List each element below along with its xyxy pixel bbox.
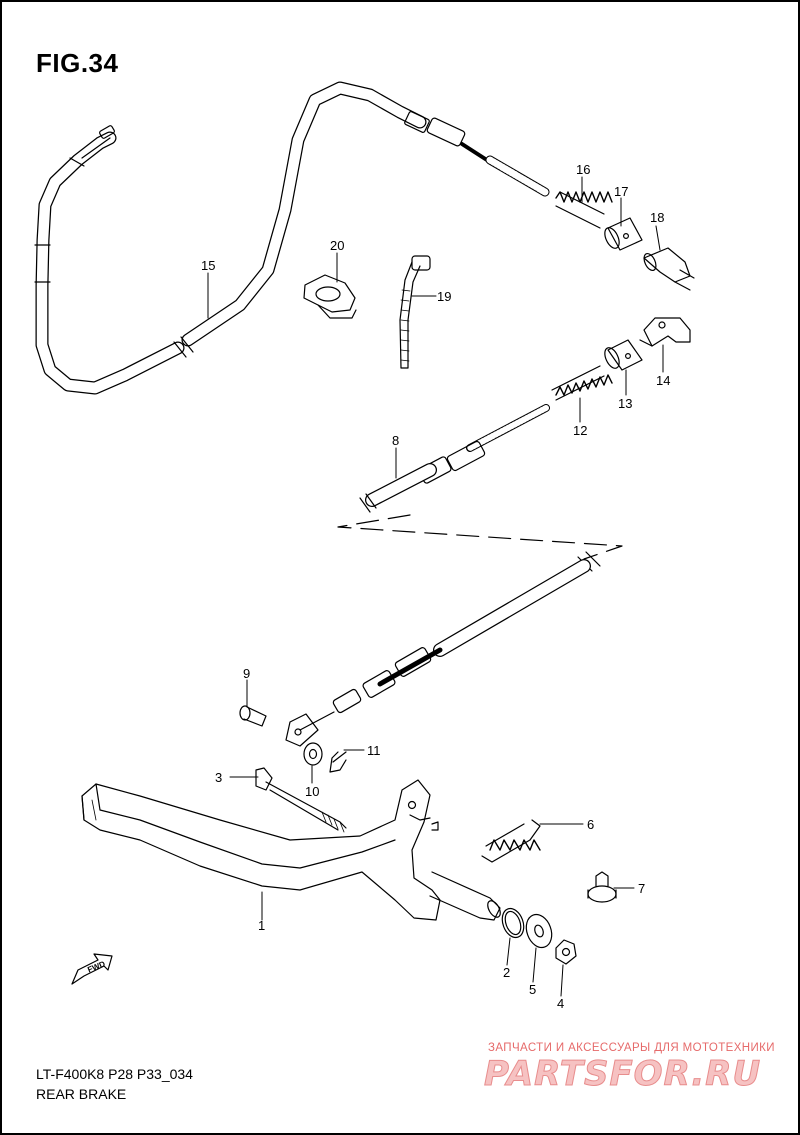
callout-16: 16 <box>576 162 590 177</box>
model-code: LT-F400K8 P28 P33_034 <box>36 1066 193 1082</box>
part-17-collar[interactable] <box>602 217 643 251</box>
part-10-washer[interactable] <box>303 742 323 766</box>
part-6-spring[interactable] <box>481 819 541 863</box>
part-8-brake-cable[interactable] <box>285 404 623 747</box>
part-9-pin[interactable] <box>239 705 267 727</box>
callout-9: 9 <box>243 666 250 681</box>
callout-8: 8 <box>392 433 399 448</box>
callout-2: 2 <box>503 965 510 980</box>
part-4-nut[interactable] <box>555 939 577 965</box>
leader-lines <box>207 176 664 997</box>
callout-14: 14 <box>656 373 670 388</box>
callout-1: 1 <box>258 918 265 933</box>
callout-5: 5 <box>529 982 536 997</box>
fwd-label: FWD <box>86 959 106 974</box>
fwd-arrow-icon: FWD <box>71 953 113 985</box>
callout-18: 18 <box>650 210 664 225</box>
part-7-adjuster-bolt[interactable] <box>587 871 617 903</box>
part-13-collar[interactable] <box>602 339 643 371</box>
callout-6: 6 <box>587 817 594 832</box>
part-5-washer[interactable] <box>522 911 556 951</box>
part-11-cotter-pin[interactable] <box>329 751 347 773</box>
callout-11: 11 <box>367 743 381 758</box>
part-12-spring[interactable] <box>551 365 613 401</box>
callout-numbers: 16 17 18 20 19 15 14 13 12 8 9 10 11 3 6… <box>201 162 670 1011</box>
callout-17: 17 <box>614 184 628 199</box>
part-18-clevis[interactable] <box>642 247 695 291</box>
part-19-cable-tie[interactable] <box>399 255 431 369</box>
callout-3: 3 <box>215 770 222 785</box>
part-1-brake-pedal[interactable] <box>81 779 503 921</box>
part-20-clamp[interactable] <box>303 274 357 319</box>
callout-10: 10 <box>305 784 319 799</box>
watermark-subtitle: ЗАПЧАСТИ И АКСЕССУАРЫ ДЛЯ МОТОТЕХНИКИ <box>488 1042 775 1054</box>
callout-12: 12 <box>573 423 587 438</box>
callout-15: 15 <box>201 258 215 273</box>
callout-4: 4 <box>557 996 564 1011</box>
part-16-spring[interactable] <box>555 191 613 229</box>
callout-20: 20 <box>330 238 344 253</box>
watermark-logo: PARTSFOR.RU <box>483 1054 762 1095</box>
callout-7: 7 <box>638 881 645 896</box>
part-3-bolt[interactable] <box>255 767 347 833</box>
part-15-brake-cable[interactable] <box>34 81 550 395</box>
part-2-o-ring[interactable] <box>498 905 527 940</box>
part-14-clevis[interactable] <box>639 317 691 347</box>
callout-19: 19 <box>437 289 451 304</box>
section-name: REAR BRAKE <box>36 1086 127 1102</box>
figure-title: FIG.34 <box>36 48 119 78</box>
callout-13: 13 <box>618 396 632 411</box>
